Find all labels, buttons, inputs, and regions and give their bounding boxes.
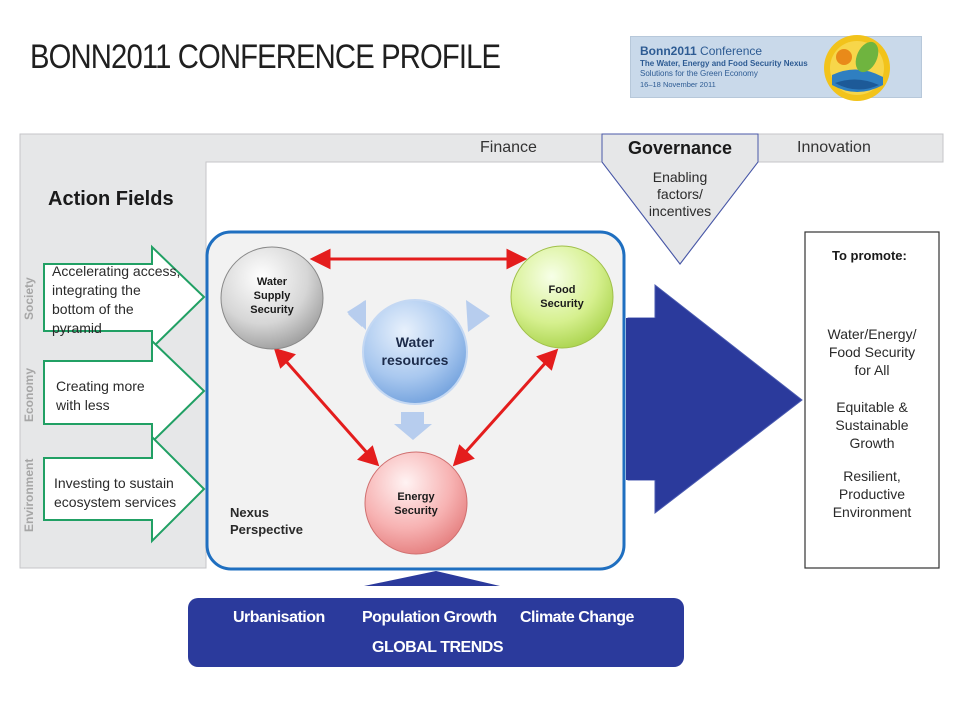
trends-up-arrow — [364, 571, 500, 586]
enabling-factors-label: Enabling factors/ incentives — [648, 169, 712, 219]
food-security-label: Food Security — [540, 284, 584, 310]
water-resources-label: Water resources — [381, 334, 449, 368]
framework-band — [19, 133, 944, 569]
global-trends-box — [188, 598, 684, 667]
promote-goal-3: Resilient, Productive Environment — [832, 468, 912, 520]
conference-logo: Bonn2011 Conference The Water, Energy an… — [630, 35, 922, 101]
energy-security-label: Energy Security — [394, 491, 438, 517]
action-fields-heading: Action Fields — [48, 188, 174, 210]
logo-subtitle: The Water, Energy and Food Security Nexu… — [640, 59, 808, 68]
governance-label: Governance — [628, 138, 733, 158]
finance-label: Finance — [480, 139, 537, 156]
logo-tagline: Solutions for the Green Economy — [640, 69, 758, 78]
logo-name: Bonn2011 Conference — [640, 44, 763, 58]
center-flow-arrows — [347, 300, 490, 440]
nexus-perspective-label: Nexus Perspective — [230, 505, 303, 537]
action-arrows — [43, 244, 206, 544]
category-environment: Environment — [22, 458, 36, 532]
logo-dates: 16–18 November 2011 — [640, 80, 716, 89]
promote-goal-2: Equitable & Sustainable Growth — [835, 399, 909, 451]
category-economy: Economy — [22, 367, 36, 422]
innovation-label: Innovation — [797, 139, 871, 156]
promote-goal-1: Water/Energy/ Food Security for All — [827, 326, 917, 378]
promote-heading: To promote: — [832, 248, 907, 263]
promote-box — [804, 231, 940, 569]
action-text-environment: Investing to sustain ecosystem services — [54, 475, 177, 510]
trend-population-growth: Population Growth — [362, 609, 497, 626]
trend-climate-change: Climate Change — [520, 609, 634, 626]
energy-security-circle — [364, 451, 468, 555]
category-society: Society — [22, 277, 36, 320]
action-text-society: Accelerating access, integrating the bot… — [52, 263, 181, 336]
action-text-economy: Creating more with less — [56, 378, 145, 413]
sun-water-leaf-icon — [824, 35, 890, 101]
red-connection-arrows — [273, 248, 559, 467]
trend-urbanisation: Urbanisation — [233, 609, 325, 626]
water-resources-circle — [362, 299, 468, 405]
water-supply-circle — [220, 246, 324, 350]
water-supply-label: Water Supply Security — [250, 276, 294, 316]
food-security-circle — [510, 245, 614, 349]
global-trends-label: GLOBAL TRENDS — [372, 639, 503, 656]
page-title: BONN2011 CONFERENCE PROFILE — [30, 38, 501, 76]
